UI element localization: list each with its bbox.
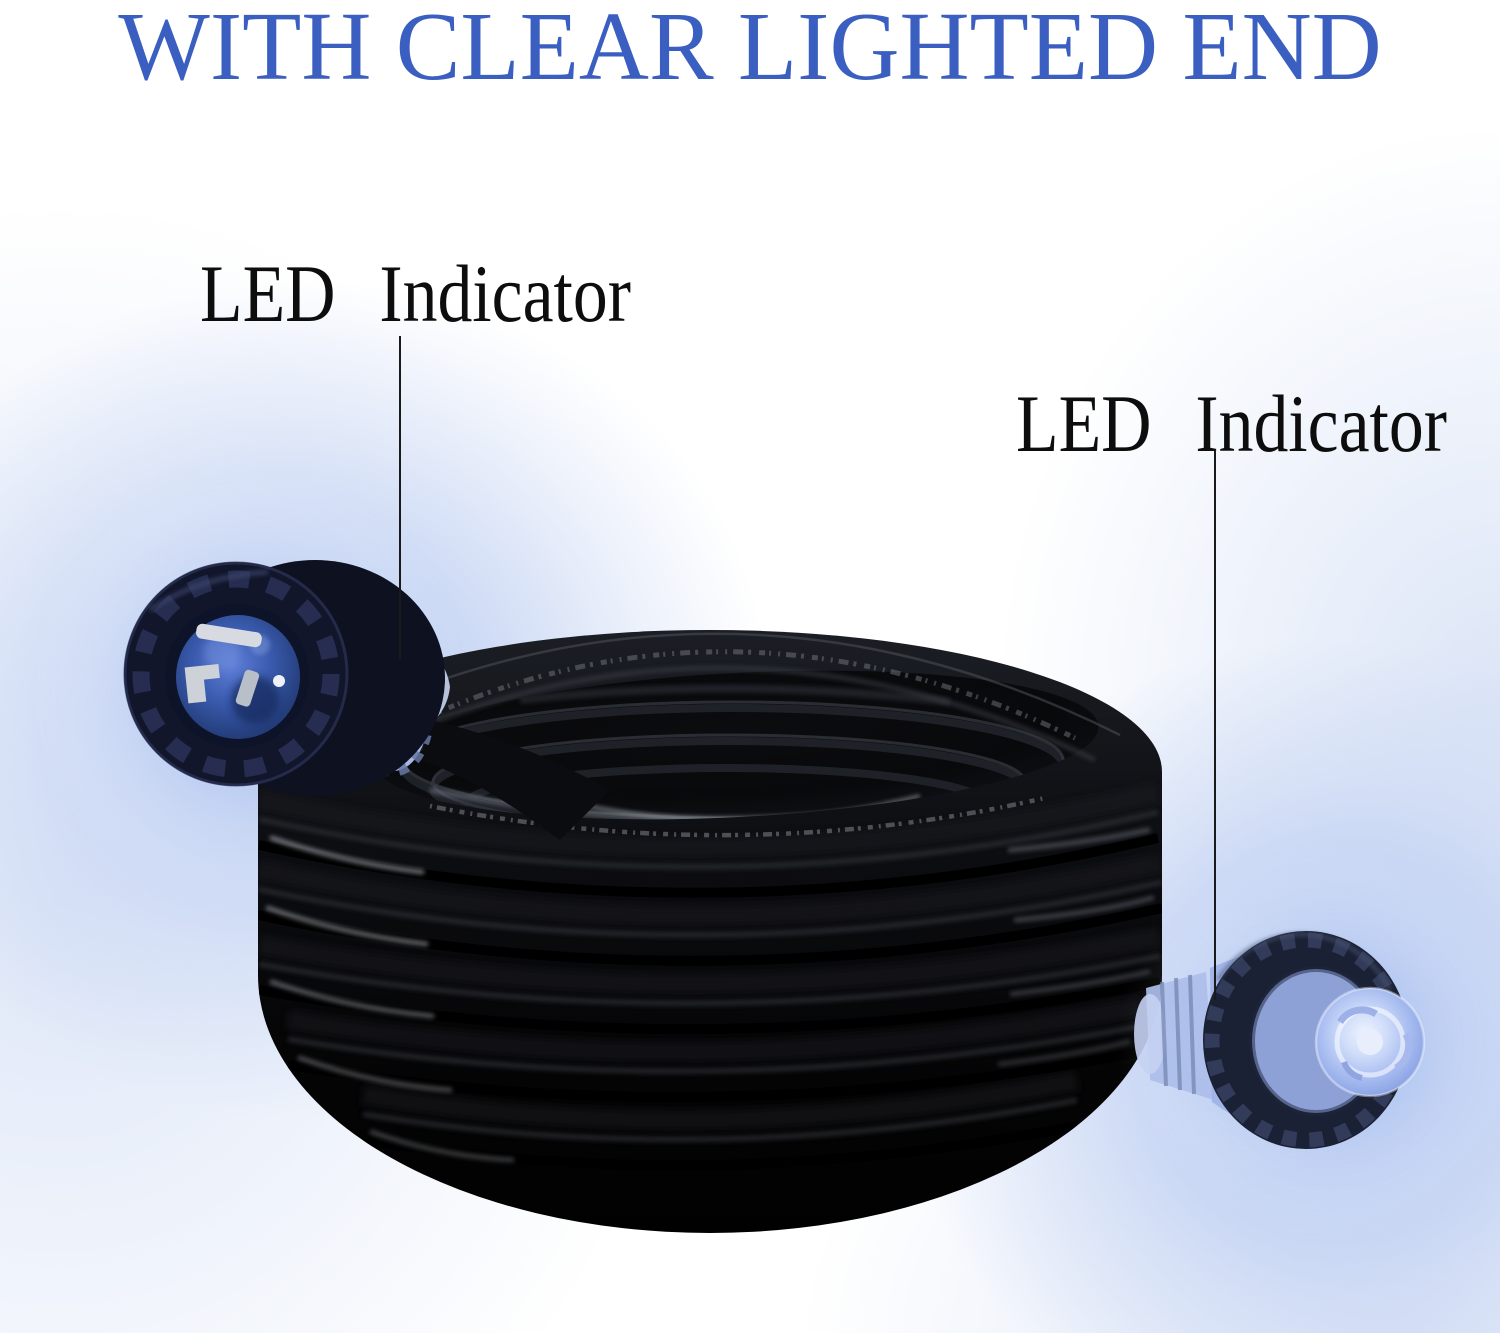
top-rim-sheen [328,665,1097,771]
left-plug [123,560,610,840]
right-leader-line [1214,450,1216,1000]
headline: WITH CLEAR LIGHTED END [118,0,1382,100]
right-plug-led-cap [1314,986,1426,1098]
right-plug [1134,931,1426,1149]
right-callout-label: LED Indicator [1016,378,1447,469]
left-leader-line [399,336,401,660]
left-plug-prongs [184,623,285,707]
cable-embossed-print [368,649,1077,748]
left-plug-cable [420,720,610,840]
left-callout-label: LED Indicator [200,248,631,339]
